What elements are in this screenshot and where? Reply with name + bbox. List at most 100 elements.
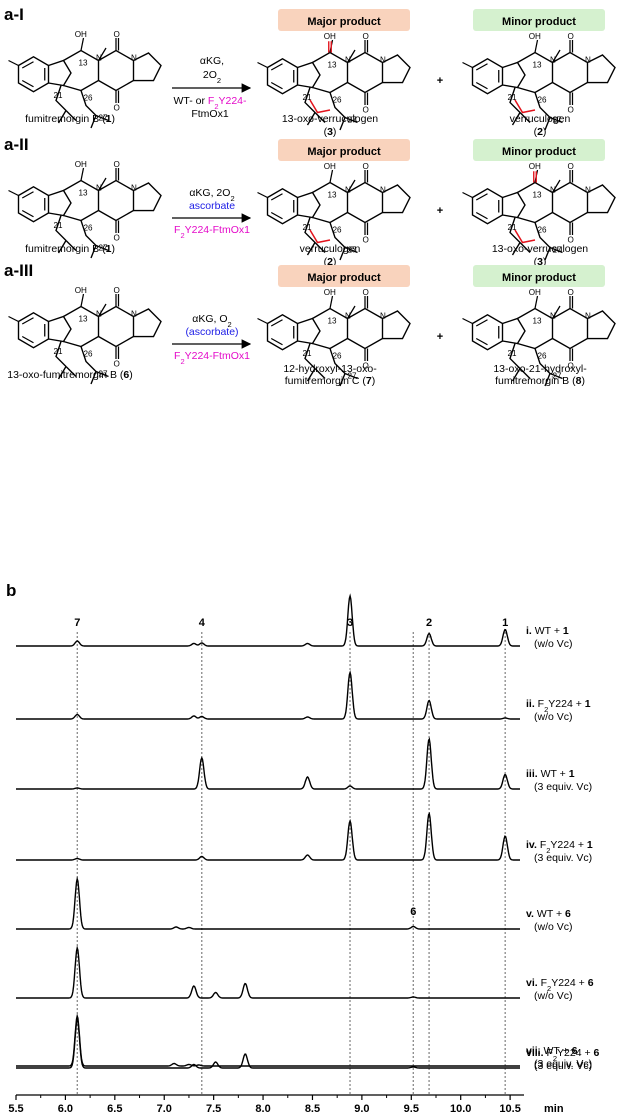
text-segment: 6 — [565, 908, 571, 920]
peak-label: 1 — [502, 617, 508, 629]
atom-label-o: O — [363, 162, 369, 171]
row-label: a-II — [4, 135, 29, 154]
trace-condition: vii. WT + 6 — [526, 1045, 578, 1057]
text-segment: 2 — [537, 126, 543, 138]
atom-label-n: N — [585, 56, 591, 65]
text-segment: ( — [99, 243, 106, 255]
oxo-group — [328, 41, 332, 53]
text-segment: 1 — [106, 113, 112, 125]
text-segment: ( — [324, 256, 328, 268]
trace-vc-condition: (w/o Vc) — [534, 990, 573, 1002]
text-segment: fumitremorgin B — [25, 113, 99, 125]
atom-label-n: N — [96, 310, 102, 319]
atom-label-13: 13 — [533, 191, 543, 200]
atom-label-n: N — [96, 54, 102, 63]
text-segment: viii. — [526, 1047, 546, 1059]
major-product-number: (3) — [324, 126, 337, 138]
text-segment: ) — [129, 369, 133, 381]
text-segment: ( — [569, 375, 576, 387]
atom-label-26: 26 — [333, 226, 343, 235]
minor-product-header-bg — [473, 9, 605, 31]
atom-label-n: N — [380, 186, 386, 195]
trace-vc-condition: (3 equiv. Vc) — [534, 781, 592, 793]
atom-label-21: 21 — [508, 223, 518, 232]
atom-label-o: O — [568, 162, 574, 171]
text-segment: v. — [526, 908, 537, 920]
row-label: a-III — [4, 261, 33, 280]
trace-label-6: vi. F2Y224 + 6(w/o Vc) — [526, 977, 594, 1002]
x-axis-label: min — [544, 1103, 564, 1115]
trace-8 — [16, 1016, 520, 1069]
text-segment: F — [538, 698, 544, 710]
reagent-text: αKG, 2O2 — [189, 187, 234, 203]
trace-label-1: i. WT + 1(w/o Vc) — [526, 625, 573, 650]
text-segment: ) — [111, 243, 115, 255]
text-segment: 13-oxo-verruculogen — [282, 113, 378, 125]
text-segment: WT + — [541, 768, 569, 780]
text-segment: ) — [333, 126, 337, 138]
trace-condition: iii. WT + 1 — [526, 768, 575, 780]
text-segment: Y224-FtmOx1 — [185, 350, 251, 362]
atom-label-oh: OH — [324, 162, 336, 171]
major-product-name: 13-oxo-verruculogen — [282, 113, 378, 125]
peroxide-bridge — [514, 99, 536, 114]
text-segment: 13-oxo-21-hydroxyl- — [493, 363, 587, 375]
plus-sign: + — [437, 75, 443, 87]
substrate-name: fumitremorgin B (1) — [25, 243, 115, 255]
text-segment: fumitremorgin B — [25, 243, 99, 255]
trace-vc-condition: (3 equiv. Vc) — [534, 1058, 592, 1070]
text-segment: vi. — [526, 977, 541, 989]
trace-condition: ii. F2Y224 + 1 — [526, 698, 591, 714]
text-segment: 1 — [563, 625, 569, 637]
peak-label: 6 — [410, 906, 416, 918]
x-tick-label: 5.5 — [8, 1103, 23, 1115]
trace-condition: vi. F2Y224 + 6 — [526, 977, 594, 993]
atom-label-13: 13 — [328, 191, 338, 200]
trace-vc-condition: (w/o Vc) — [534, 711, 573, 723]
atom-label-21: 21 — [303, 93, 313, 102]
atom-label-o: O — [568, 106, 574, 115]
plus-sign: + — [437, 331, 443, 343]
x-tick-label: 7.5 — [206, 1103, 221, 1115]
minor-product-header: Minor product — [502, 272, 576, 284]
text-segment: 2 — [230, 194, 234, 203]
atom-label-n: N — [550, 312, 556, 321]
text-segment: F — [546, 1047, 552, 1059]
atom-label-21: 21 — [303, 223, 313, 232]
x-tick-label: 8.5 — [305, 1103, 320, 1115]
atom-label-26: 26 — [538, 352, 548, 361]
atom-label-oh: OH — [75, 160, 87, 169]
atom-label-n: N — [380, 56, 386, 65]
enzyme-text: WT- or F2Y224- — [173, 95, 247, 111]
text-segment: 1 — [585, 698, 591, 710]
text-segment: 2 — [546, 846, 550, 855]
oxo-group — [533, 171, 537, 183]
text-segment: i. — [526, 625, 535, 637]
trace-condition: viii. F2Y224 + 6 — [526, 1047, 600, 1063]
minor-product-header-bg — [473, 265, 605, 287]
text-segment: Y224 + — [551, 977, 588, 989]
text-segment: 2 — [553, 1054, 557, 1063]
atom-label-o: O — [568, 362, 574, 371]
atom-label-26: 26 — [333, 96, 343, 105]
trace-vc-condition: (3 equiv. Vc) — [534, 1060, 592, 1072]
atom-label-21: 21 — [54, 91, 64, 100]
reagent-text: αKG, O2 — [192, 313, 231, 329]
text-segment: F — [174, 224, 180, 236]
atom-label-o: O — [114, 360, 120, 369]
text-segment: F — [174, 350, 180, 362]
text-segment: vii. — [526, 1045, 544, 1057]
minor-product-name: 13-oxo-21-hydroxyl- — [493, 363, 587, 375]
atom-label-21: 21 — [508, 349, 518, 358]
trace-3 — [16, 737, 520, 790]
substrate-name: fumitremorgin B (1) — [25, 113, 115, 125]
trace-4 — [16, 811, 520, 861]
text-segment: ( — [534, 256, 538, 268]
trace-condition: v. WT + 6 — [526, 908, 571, 920]
text-segment: 1 — [106, 243, 112, 255]
text-segment: FtmOx1 — [191, 108, 228, 120]
